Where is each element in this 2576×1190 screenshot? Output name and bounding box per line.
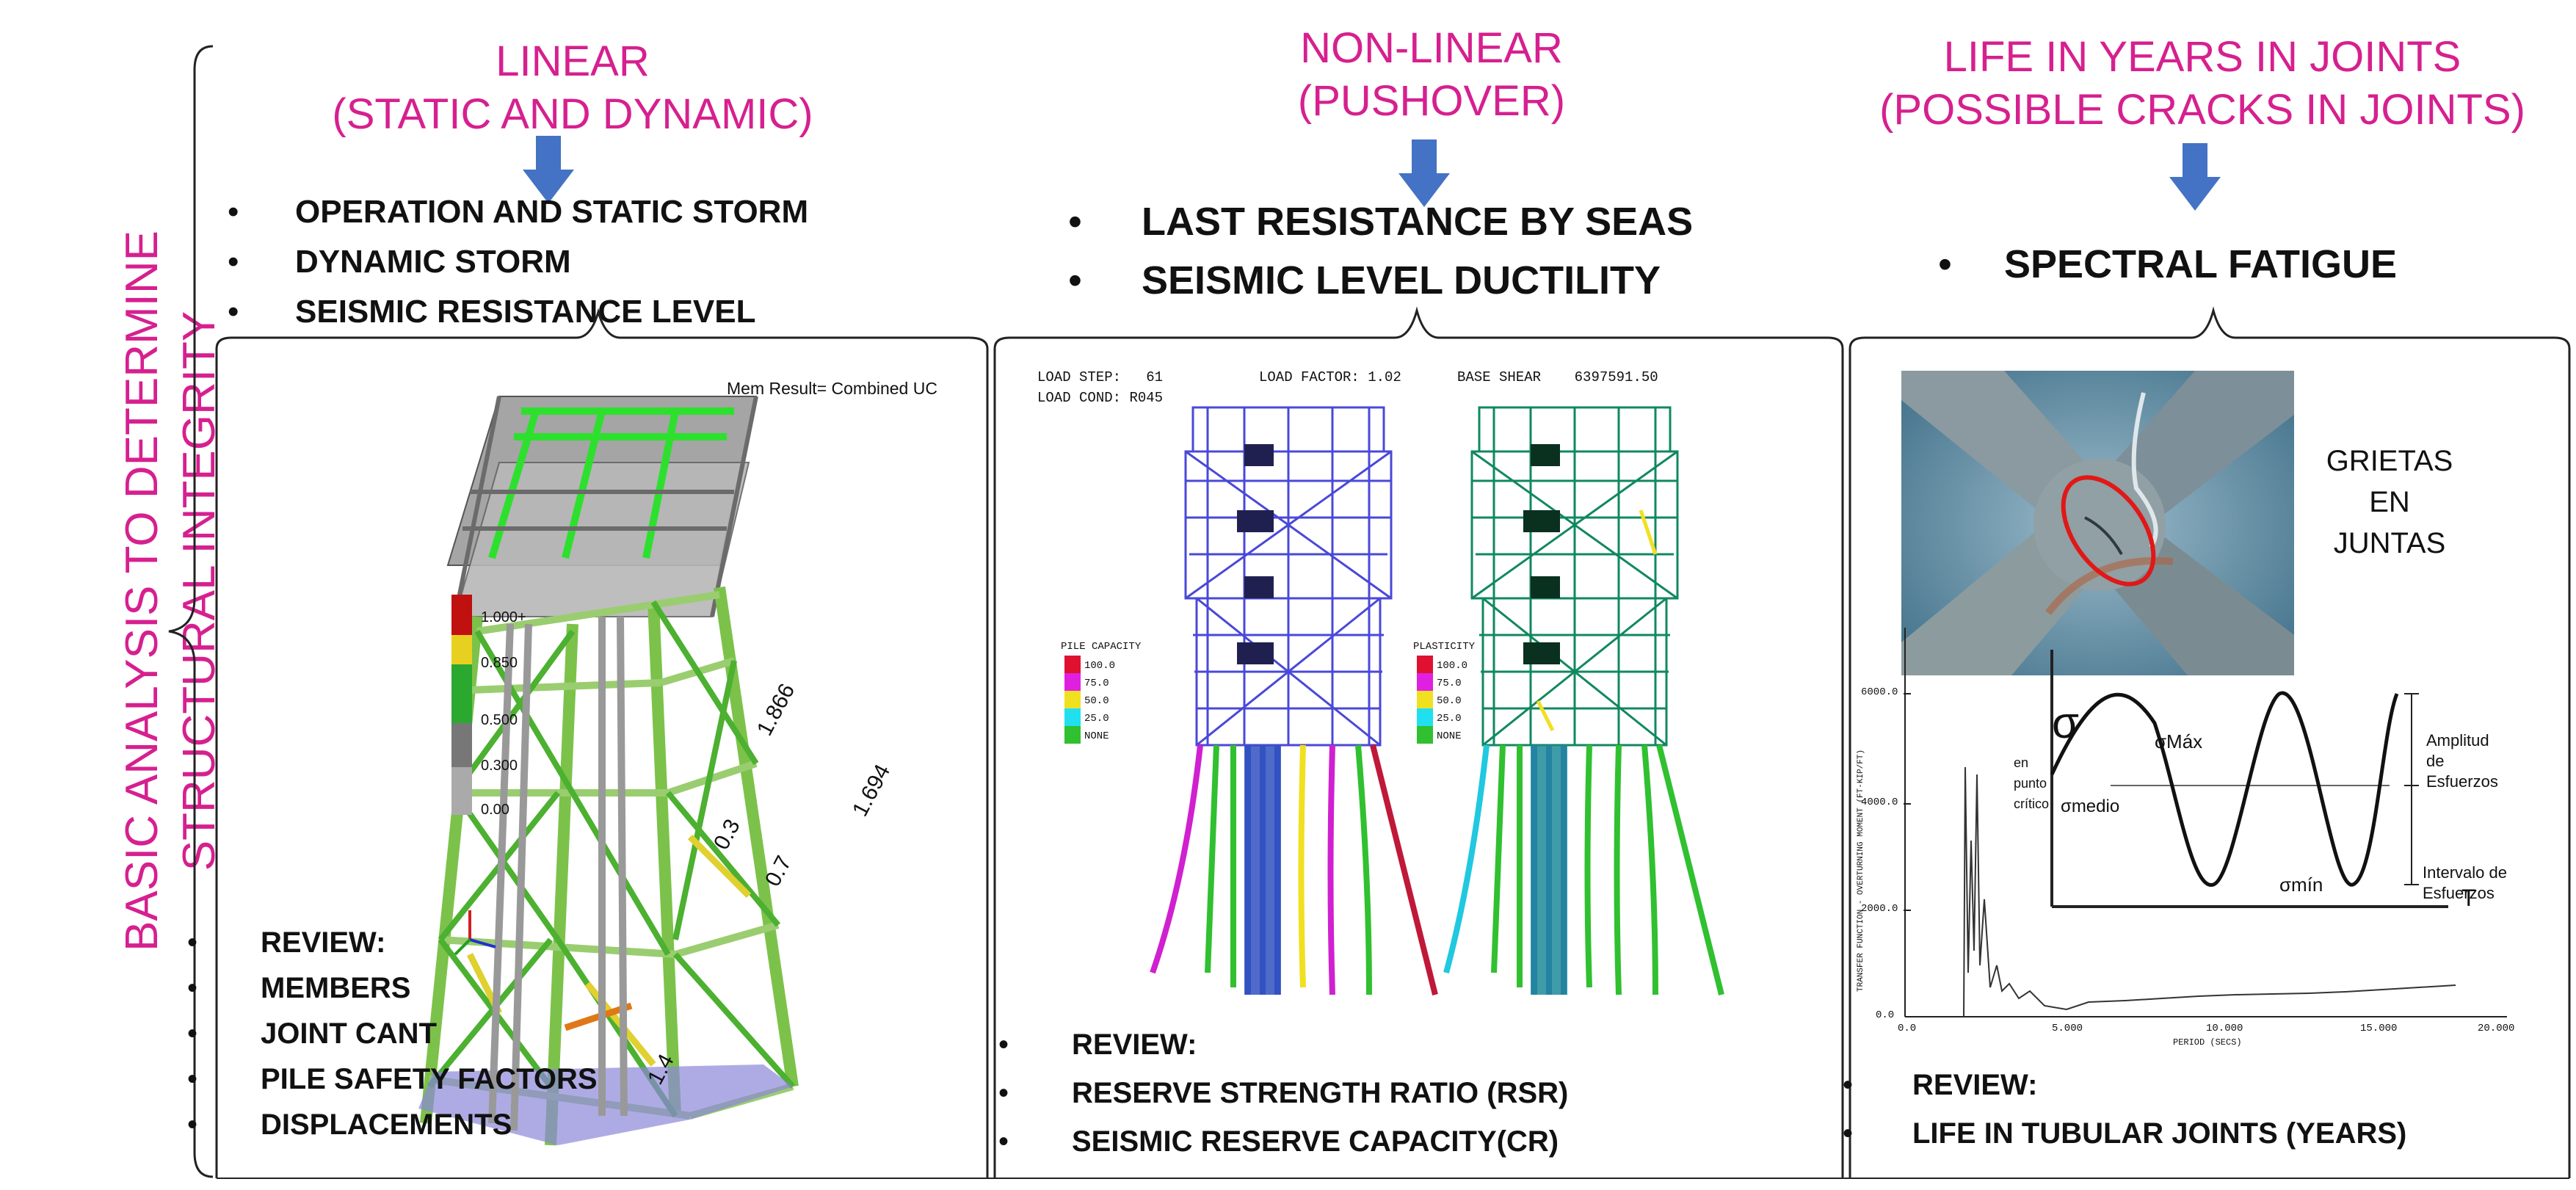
heading-fatigue-line2: (POSSIBLE CRACKS IN JOINTS)	[1879, 86, 2525, 134]
interval-label: Intervalo de Esfuerzos	[2423, 863, 2507, 902]
uc-scale-label: 1.000+	[481, 609, 526, 625]
heading-nonlinear-line2: (PUSHOVER)	[1297, 77, 1566, 125]
sigma-symbol: σ	[2052, 698, 2080, 747]
pushover-model-image: LOAD STEP: 61 LOAD FACTOR: 1.02 BASE SHE…	[1024, 363, 1846, 1024]
time-axis-label: T	[2461, 885, 2476, 911]
sigma-max-label: σMáx	[2155, 730, 2203, 752]
linear-caption: Mem Result= Combined UC	[727, 382, 937, 398]
heading-linear-line1: LINEAR	[496, 37, 650, 85]
heading-linear: LINEAR (STATIC AND DYNAMIC)	[279, 35, 866, 141]
linear-model-image: Mem Result= Combined UC 1.000+ 0.850 0.5…	[411, 382, 969, 1160]
sigma-description: en punto crítico	[2014, 755, 2050, 811]
y-tick: 4000.0	[1861, 797, 1898, 808]
legend-right-swatches	[1417, 656, 1433, 744]
left-brace	[168, 45, 214, 1178]
x-tick: 0.0	[1898, 1023, 1917, 1034]
heading-linear-line2: (STATIC AND DYNAMIC)	[332, 90, 813, 138]
uc-scale-label: 0.850	[481, 655, 518, 671]
load-step: LOAD STEP: 61	[1037, 369, 1164, 385]
uc-scale-label: 0.00	[481, 802, 509, 818]
fatigue-chart: σ en punto crítico σMáx σmedio σmín Ampl…	[1846, 620, 2522, 1061]
x-axis-label: PERIOD (SECS)	[2173, 1037, 2242, 1048]
y-axis-label: TRANSFER FUNCTION - OVERTURNING MOMENT (…	[1857, 749, 1865, 992]
legend-left-title: PILE CAPACITY	[1061, 641, 1142, 653]
uc-scale-label: 0.500	[481, 712, 518, 728]
uc-color-scale	[451, 595, 472, 815]
photo-caption: GRIETAS EN JUNTAS	[2326, 445, 2453, 559]
load-factor: LOAD FACTOR: 1.02	[1259, 369, 1401, 385]
legend-left-swatches	[1064, 656, 1081, 744]
x-tick: 5.000	[2052, 1023, 2083, 1034]
y-tick: 6000.0	[1861, 686, 1898, 698]
arrow-down-icon	[1398, 139, 1450, 207]
heading-fatigue-line1: LIFE IN YEARS IN JOINTS	[1943, 33, 2461, 81]
arrow-down-icon	[2169, 143, 2221, 211]
panel-frames	[215, 306, 2571, 1179]
sigma-medio-label: σmedio	[2061, 797, 2120, 816]
sigma-min-label: σmín	[2279, 874, 2323, 896]
uc-scale-label: 0.300	[481, 758, 518, 774]
heading-fatigue: LIFE IN YEARS IN JOINTS (POSSIBLE CRACKS…	[1865, 31, 2540, 137]
x-tick: 15.000	[2360, 1023, 2398, 1034]
arrow-down-icon	[523, 136, 574, 203]
x-tick: 10.000	[2206, 1023, 2243, 1034]
amplitude-label: Amplitud de Esfuerzos	[2426, 731, 2498, 791]
heading-nonlinear-line1: NON-LINEAR	[1300, 24, 1563, 72]
base-shear: BASE SHEAR 6397591.50	[1457, 369, 1658, 385]
legend-right-title: PLASTICITY	[1413, 641, 1476, 653]
y-tick: 2000.0	[1861, 903, 1898, 915]
y-tick: 0.0	[1876, 1009, 1895, 1021]
load-cond: LOAD COND: R045	[1037, 390, 1164, 406]
joint-crack-photo	[1901, 371, 2294, 675]
x-tick: 20.000	[2478, 1023, 2515, 1034]
heading-nonlinear: NON-LINEAR (PUSHOVER)	[1131, 22, 1733, 128]
